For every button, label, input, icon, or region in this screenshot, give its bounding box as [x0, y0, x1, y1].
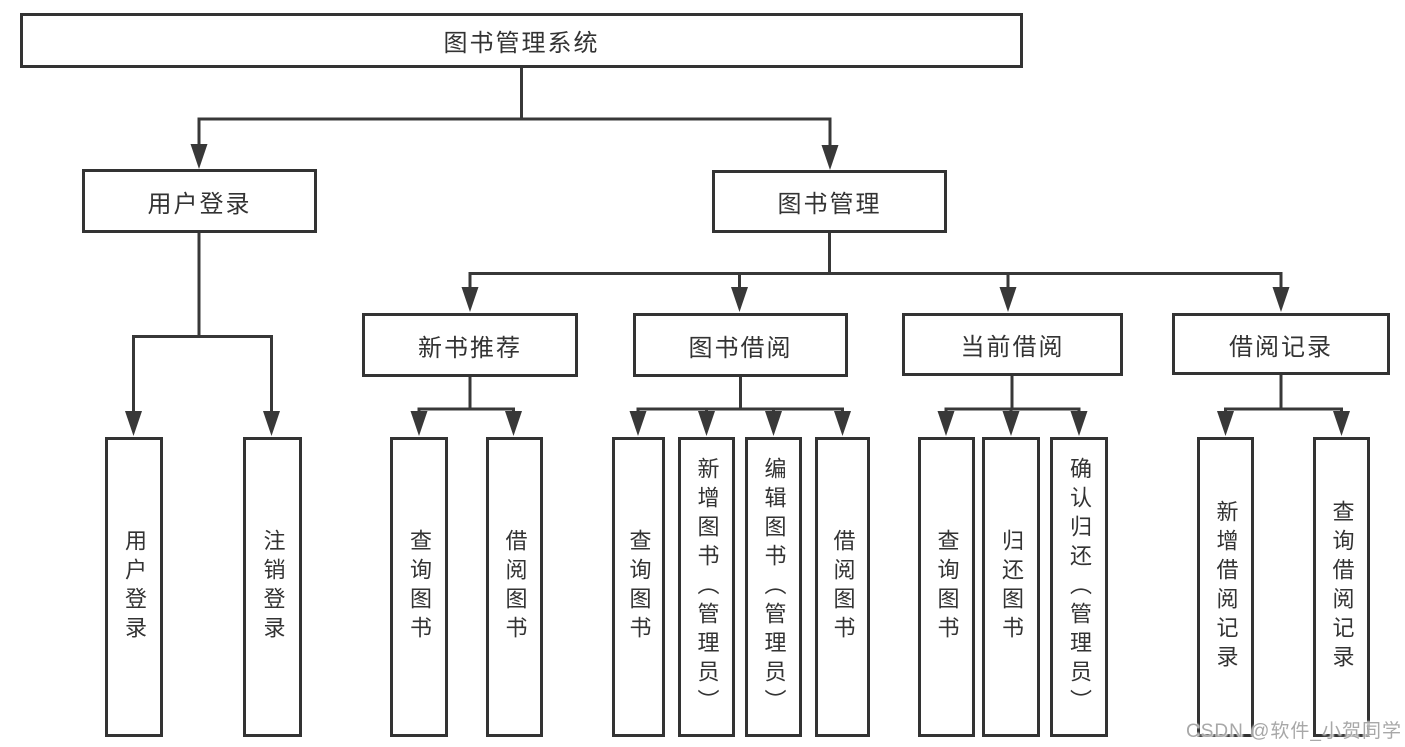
node-book-borrowing: 图书借阅 — [633, 313, 848, 377]
node-new-book-recommend: 新书推荐 — [362, 313, 578, 377]
leaf-cb-query-books: 查询图书 — [918, 437, 975, 737]
node-library-management-system: 图书管理系统 — [20, 13, 1023, 68]
node-user-login: 用户登录 — [82, 169, 317, 233]
leaf-bb-query-books: 查询图书 — [612, 437, 665, 737]
leaf-br-add-record: 新增借阅记录 — [1197, 437, 1254, 737]
node-book-management: 图书管理 — [712, 170, 947, 233]
leaf-bb-add-books-admin: 新增图书（管理员） — [678, 437, 735, 737]
leaf-cb-confirm-return-admin: 确认归还（管理员） — [1050, 437, 1108, 737]
leaf-br-query-record: 查询借阅记录 — [1313, 437, 1370, 737]
csdn-watermark: CSDN @软件_小贺同学 — [1186, 721, 1402, 742]
leaf-bb-borrow-books: 借阅图书 — [815, 437, 870, 737]
arrowheads — [125, 144, 1350, 436]
leaf-user-login: 用户登录 — [105, 437, 163, 737]
leaf-logout: 注销登录 — [243, 437, 302, 737]
leaf-cb-return-books: 归还图书 — [982, 437, 1040, 737]
connector-strokes — [132, 68, 1343, 414]
leaf-bb-edit-books-admin: 编辑图书（管理员） — [745, 437, 802, 737]
node-borrowing-records: 借阅记录 — [1172, 313, 1390, 375]
leaf-nbr-query-books: 查询图书 — [390, 437, 448, 737]
leaf-nbr-borrow-books: 借阅图书 — [486, 437, 543, 737]
node-current-borrowing: 当前借阅 — [902, 313, 1123, 376]
